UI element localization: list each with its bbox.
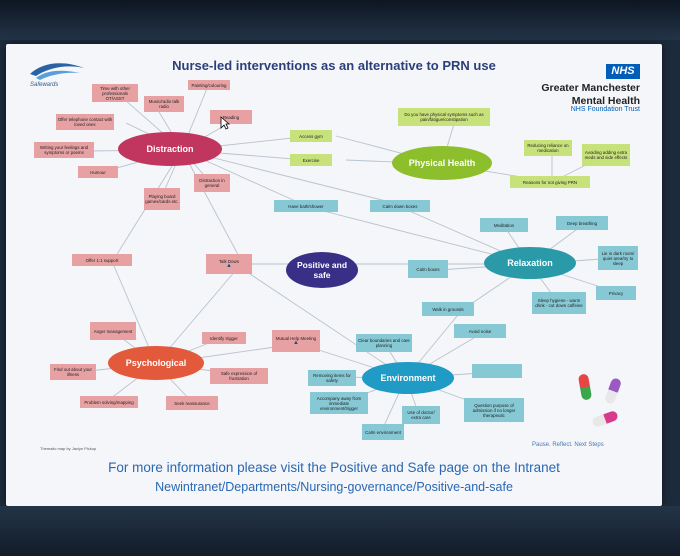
box-physical-symptoms: Do you have physical symptoms such as pa…	[398, 108, 490, 126]
poster-title: Nurse-led interventions as an alternativ…	[172, 58, 496, 73]
box-use-doctor: Use of doctor/ extra care	[402, 406, 440, 424]
graduation-cap-icon: ▲	[226, 263, 232, 269]
hub-distraction: Distraction	[118, 132, 222, 166]
box-music: Music/radio talk radio	[144, 96, 184, 112]
box-reasons-not-prn: Reasons for not giving PRN	[510, 176, 590, 188]
box-privacy: Privacy	[596, 286, 636, 300]
box-question-purpose: Question purpose of admission if no long…	[464, 398, 524, 422]
box-problem-solving: Problem solving/mapping	[80, 396, 138, 408]
graduation-cap-icon: ▲	[293, 340, 299, 346]
footer-intranet-path[interactable]: Newintranet/Departments/Nursing-governan…	[155, 480, 513, 494]
box-talk-down: Talk Down ▲	[206, 254, 252, 274]
trust-name: Greater Manchester Mental Health	[460, 82, 640, 108]
box-placeholder-right	[472, 364, 522, 378]
box-avoiding-extra-meds: Avoiding adding extra meds and side effe…	[582, 144, 630, 166]
box-anger-management: Anger management	[90, 322, 136, 340]
box-clear-boundaries: Clear boundaries and care planning	[356, 334, 412, 352]
box-distraction-general: Distraction in general	[194, 174, 230, 192]
hub-physical-health: Physical Health	[392, 146, 492, 180]
box-avoid-noise: Avoid noise	[454, 324, 506, 338]
poster-screen: Safewards Nurse-led interventions as an …	[6, 44, 662, 506]
box-seek-reassurance: Seek reassurance	[166, 396, 218, 410]
thematic-map-credit: Thematic map by Jaclyn Pickup	[40, 446, 97, 451]
box-calm-down-boxes: Calm down boxes	[370, 200, 430, 212]
safewards-label: Safewards	[30, 82, 59, 88]
box-time-with-professionals: Time with other professionals OT/ASST	[92, 84, 138, 102]
mouse-cursor-icon	[220, 116, 230, 130]
box-playing-games: Playing board games/cards etc.	[144, 188, 180, 210]
box-deep-breathing: Deep breathing	[556, 216, 608, 230]
box-lie-dark-room: Lie in dark room/ quiet area/try to slee…	[598, 246, 638, 270]
box-removing-items: Removing items for safety	[308, 370, 356, 386]
box-meditation: Meditation	[480, 218, 528, 232]
box-humour: Humour	[78, 166, 118, 178]
box-have-bath: Have bath/shower	[274, 200, 338, 212]
hub-psychological: Psychological	[108, 346, 204, 380]
box-access-gym: Access gym	[290, 130, 332, 142]
box-identify-trigger: Identify trigger	[202, 332, 246, 344]
trust-subtitle: NHS Foundation Trust	[570, 106, 640, 113]
monitor-bezel-bottom	[0, 506, 680, 556]
footer-info-text: For more information please visit the Po…	[108, 460, 560, 475]
mutual-help-label: Mutual Help Meeting	[275, 336, 317, 341]
box-writing: Writing your feelings and symptoms or po…	[34, 142, 94, 158]
box-reducing-reliance: Reducing reliance on medication	[524, 140, 572, 156]
safewards-logo	[30, 63, 84, 80]
box-accompany-away: Accompany away from immediate environmen…	[310, 392, 368, 414]
trust-name-line2: Mental Health	[571, 95, 640, 107]
box-calm-environment: Calm environment	[362, 424, 404, 440]
pause-reflect-text: Pause. Reflect. Next Steps	[532, 442, 604, 448]
hub-positive-safe: Positive and safe	[286, 252, 358, 288]
box-calm-boxes: Calm boxes	[408, 260, 448, 278]
box-reading: Reading	[210, 110, 252, 124]
hub-relaxation: Relaxation	[484, 247, 576, 279]
box-painting: Painting/colouring	[188, 80, 230, 90]
box-exercise: Exercise	[290, 154, 332, 166]
hub-environment: Environment	[362, 362, 454, 394]
box-safe-expression: Safe expression of frustration	[210, 368, 268, 384]
box-find-out-illness: Find out about your illness	[50, 364, 96, 380]
trust-name-line1: Greater Manchester	[541, 82, 640, 94]
box-mutual-help: Mutual Help Meeting ▲	[272, 330, 320, 352]
nhs-logo: NHS	[606, 64, 640, 79]
box-walk-grounds: Walk in grounds	[422, 302, 474, 316]
talk-down-label: Talk Down	[218, 259, 240, 264]
monitor-bezel-top	[0, 0, 680, 40]
box-telephone: Offer telephone contact with loved ones	[56, 114, 114, 130]
box-sleep-hygiene: Sleep hygiene - warm drink - cut down ca…	[532, 292, 586, 314]
box-offer-support: Offer 1:1 support	[72, 254, 132, 266]
